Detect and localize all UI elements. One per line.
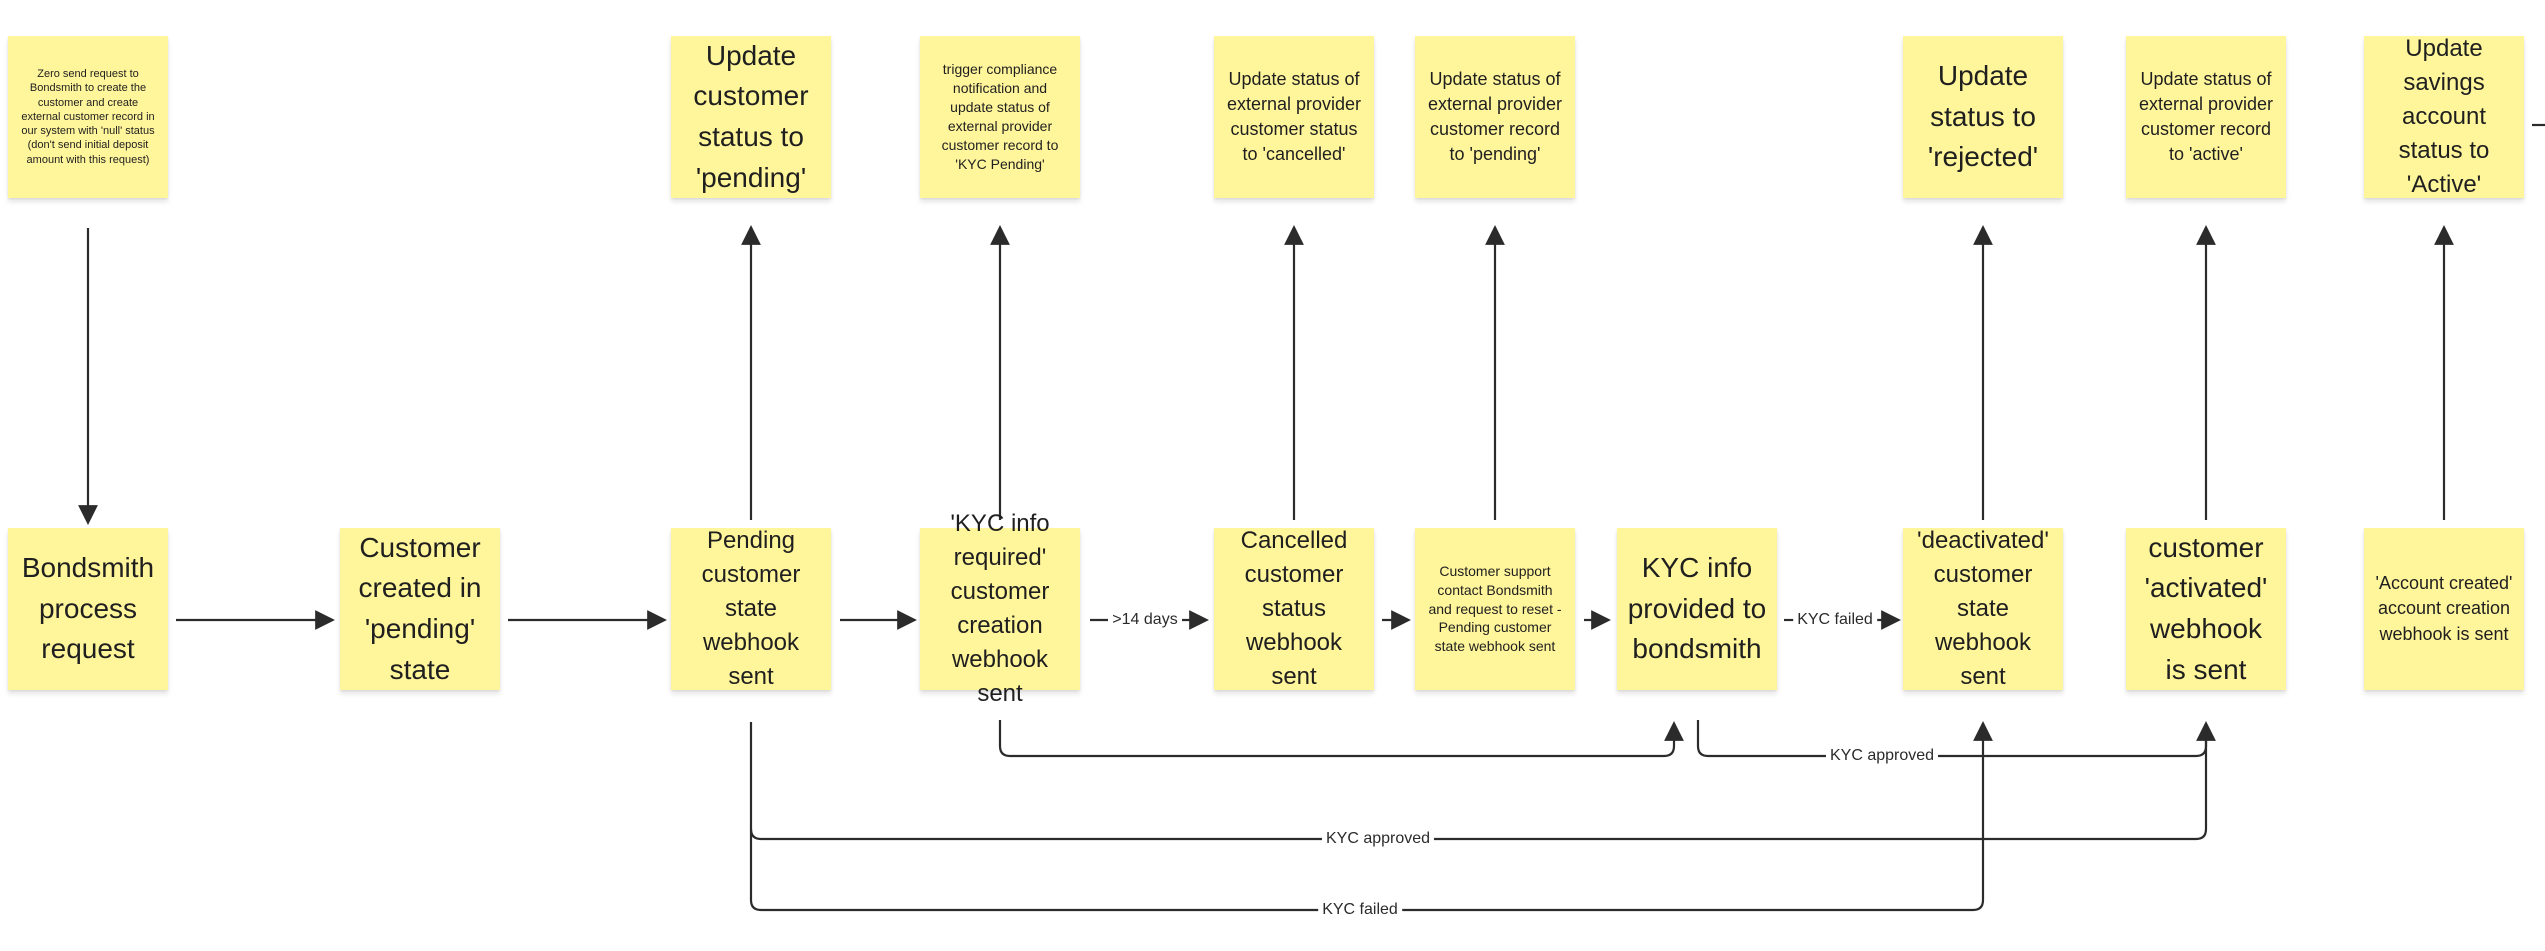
note-update-customer-pending[interactable]: Update customer status to 'pending' [671,36,831,198]
note-account-created[interactable]: 'Account created' account creation webho… [2364,528,2524,690]
note-update-active[interactable]: Update status of external provider custo… [2126,36,2286,198]
note-customer-created[interactable]: Customer created in 'pending' state [340,528,500,690]
arrow-pending-approved [749,722,2208,841]
note-activated-webhook[interactable]: customer 'activated' webhook is sent [2126,528,2286,690]
note-kyc-provided[interactable]: KYC info provided to bondsmith [1617,528,1777,690]
note-pending-webhook[interactable]: Pending customer state webhook sent [671,527,831,690]
note-support-reset[interactable]: Customer support contact Bondsmith and r… [1415,528,1575,690]
note-update-cancelled[interactable]: Update status of external provider custo… [1214,36,1374,198]
note-deactivated-webhook[interactable]: 'deactivated' customer state webhook sen… [1903,527,2063,690]
note-zero-request[interactable]: Zero send request to Bondsmith to create… [8,36,168,198]
note-trigger-compliance[interactable]: trigger compliance notification and upda… [920,36,1080,198]
edge-label-14-days: >14 days [1108,611,1182,629]
arrow-pending-failed [749,721,1993,912]
edge-label-kyc-approved-upper: KYC approved [1825,747,1939,765]
note-cancelled-webhook[interactable]: Cancelled customer status webhook sent [1214,527,1374,690]
edge-label-kyc-failed-row: KYC failed [1793,611,1877,629]
note-update-rejected[interactable]: Update status to 'rejected' [1903,36,2063,198]
arrow-kycreq-to-kycprov [998,720,1684,758]
edge-label-kyc-failed-bottom: KYC failed [1318,901,1402,919]
note-kyc-required[interactable]: 'KYC info required' customer creation we… [920,510,1080,707]
note-update-ext-pending[interactable]: Update status of external provider custo… [1415,36,1575,198]
note-update-savings[interactable]: Update savings account status to 'Active… [2364,35,2524,198]
edge-label-kyc-approved-lower: KYC approved [1321,830,1435,848]
note-bondsmith-process[interactable]: Bondsmith process request [8,528,168,690]
arrow-kycprov-approved [1696,720,2216,758]
